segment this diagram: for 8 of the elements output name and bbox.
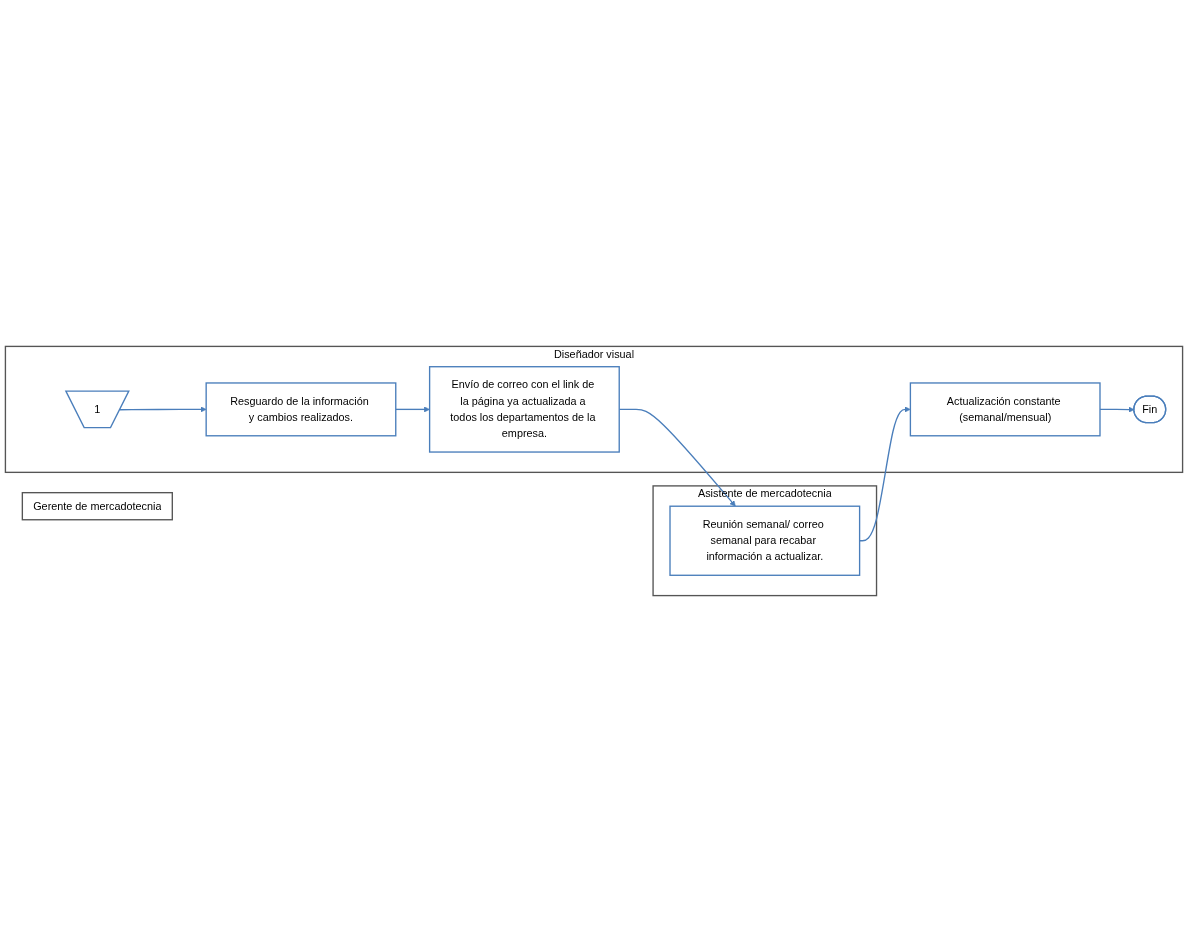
node-box: Resguardo de la información y cambios realizados. (205, 381, 397, 436)
arrow (1099, 406, 1135, 413)
node-box: Envío de correo con el link de la página ya actualizada a todos los departamentos de la empresa. (428, 365, 620, 453)
node-box: Reunión semanal/ correo semanal para recabar información a actualizar. (669, 505, 861, 576)
node-box: Gerente de mercadotecnia (21, 491, 173, 520)
arrow (119, 405, 207, 412)
arrow (395, 405, 430, 412)
node-box: Actualización constante (semanal/mensual) (909, 381, 1101, 436)
